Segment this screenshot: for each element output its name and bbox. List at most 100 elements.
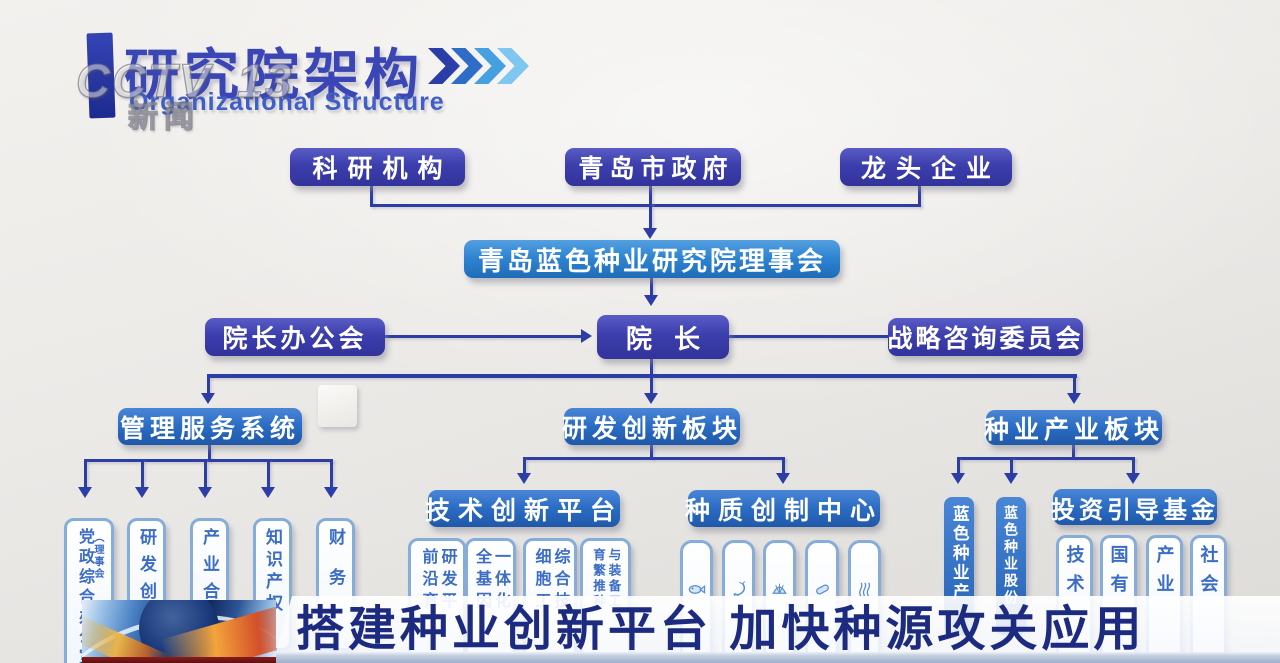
- org-box-seed-industry: 种业产业板块: [984, 410, 1165, 445]
- connector: [385, 335, 581, 338]
- news-ticker: 搭建种业创新平台 加快种源攻关应用: [276, 596, 1280, 652]
- wall-light-switch: [318, 385, 357, 427]
- org-box-label: 种质创制中心: [685, 496, 884, 525]
- cctv-13-watermark: CCTV 13: [75, 53, 294, 108]
- connector: [719, 335, 888, 338]
- arrow-down-icon: [644, 295, 658, 306]
- vbox-label: 研发创: [137, 528, 156, 609]
- vbox-label: 产业合: [200, 528, 219, 609]
- org-box-tech-platform: 技术创新平台: [425, 490, 624, 527]
- org-box-qingdao-government: 青岛市政府: [565, 148, 741, 186]
- connector: [141, 459, 144, 487]
- connector: [957, 457, 1135, 460]
- arrow-down-icon: [198, 487, 212, 498]
- vbox-label: 财务: [326, 528, 345, 608]
- channel-label: 新闻: [127, 100, 200, 134]
- arrow-down-icon: [135, 487, 149, 498]
- vbox-sublabel: （理事会: [92, 532, 103, 580]
- connector: [1132, 457, 1135, 473]
- channel-number: 13: [236, 53, 294, 107]
- arrow-down-icon: [1126, 473, 1140, 484]
- connector: [523, 457, 526, 473]
- connector: [204, 459, 207, 487]
- vbox-label: 社会: [1198, 545, 1219, 603]
- org-box-label: 院长办公会: [222, 325, 368, 353]
- vbox-label: 产业: [1154, 545, 1175, 603]
- vbox-label: 知识产权: [263, 528, 282, 616]
- arrow-down-icon: [261, 487, 275, 498]
- org-box-management-service: 管理服务系统: [118, 408, 302, 445]
- org-box-council: 青岛蓝色种业研究院理事会: [464, 240, 840, 278]
- page-subtitle: Organizational Structure: [129, 88, 445, 116]
- org-box-label: 龙头企业: [860, 155, 1001, 183]
- connector: [1010, 457, 1013, 473]
- ticker-headline: 搭建种业创新平台 加快种源攻关应用: [296, 603, 1146, 656]
- org-box-label: 技术创新平台: [425, 496, 624, 525]
- arrow-down-icon: [201, 393, 215, 404]
- arrow-down-icon: [78, 487, 92, 498]
- vbox-label: 技术: [1064, 545, 1085, 603]
- connector: [650, 376, 653, 394]
- connector: [207, 376, 210, 394]
- arrow-down-icon: [324, 487, 338, 498]
- connector: [370, 186, 373, 206]
- org-box-label: 研发创新板块: [562, 414, 743, 443]
- org-box-research-institutions: 科研机构: [290, 148, 465, 186]
- org-box-label: 科研机构: [312, 155, 453, 183]
- ticker-bottom-bar: [276, 652, 1280, 663]
- org-box-label: 青岛市政府: [578, 155, 734, 183]
- org-box-label: 战略咨询委员会: [887, 325, 1084, 353]
- org-box-president-office: 院长办公会: [205, 318, 385, 356]
- org-box-label: 投资引导基金: [1051, 496, 1219, 524]
- globe-base-line: [82, 657, 276, 663]
- arrow-down-icon: [951, 473, 965, 484]
- connector: [650, 358, 653, 375]
- vbox-label: 蓝色种业股份: [1003, 505, 1019, 607]
- vbox-label: 国有: [1108, 545, 1129, 603]
- arrow-down-icon: [517, 473, 531, 484]
- connector: [84, 459, 333, 462]
- connector: [918, 186, 921, 206]
- connector: [207, 374, 1077, 378]
- connector: [782, 457, 785, 473]
- page-title: 研究院架构: [124, 44, 425, 106]
- connector: [1072, 445, 1075, 459]
- connector: [650, 277, 653, 295]
- scallop-icon: [772, 583, 787, 594]
- connector: [957, 457, 960, 473]
- org-box-label: 青岛蓝色种业研究院理事会: [477, 245, 826, 276]
- org-box-president: 院长: [597, 315, 729, 359]
- arrow-down-icon: [644, 393, 658, 404]
- vbox-label: 育繁推种: [591, 548, 605, 610]
- vbox-label: 与装备工: [606, 548, 621, 610]
- arrow-down-icon: [643, 228, 657, 239]
- connector: [84, 459, 87, 487]
- chevron-right-icon: [428, 48, 460, 84]
- connector: [267, 459, 270, 487]
- connector: [208, 445, 211, 461]
- vbox-label: 蓝色种业产: [950, 505, 969, 603]
- connector: [330, 459, 333, 487]
- connector: [1073, 376, 1076, 394]
- shrimp-icon: [733, 581, 746, 598]
- arrow-down-icon: [776, 473, 790, 484]
- org-box-investment-fund: 投资引导基金: [1051, 489, 1219, 525]
- connector: [650, 445, 653, 459]
- org-box-label: 种业产业板块: [984, 415, 1165, 444]
- connector: [649, 186, 652, 228]
- arrow-down-icon: [1067, 393, 1081, 404]
- org-box-germplasm-center: 种质创制中心: [685, 490, 884, 527]
- org-box-strategy-committee: 战略咨询委员会: [888, 318, 1083, 356]
- arrow-right-icon: [581, 329, 592, 343]
- org-box-label: 院长: [625, 323, 722, 354]
- fish-icon: [688, 585, 706, 594]
- channel-logo: CCTV: [75, 53, 212, 107]
- org-box-label: 管理服务系统: [119, 414, 300, 443]
- org-box-rnd-innovation: 研发创新板块: [562, 408, 743, 445]
- sea-cucumber-icon: [815, 584, 829, 595]
- title-chevrons: [428, 48, 529, 84]
- connector: [523, 457, 785, 460]
- arrow-down-icon: [1004, 473, 1018, 484]
- org-box-leading-enterprises: 龙头企业: [840, 148, 1012, 186]
